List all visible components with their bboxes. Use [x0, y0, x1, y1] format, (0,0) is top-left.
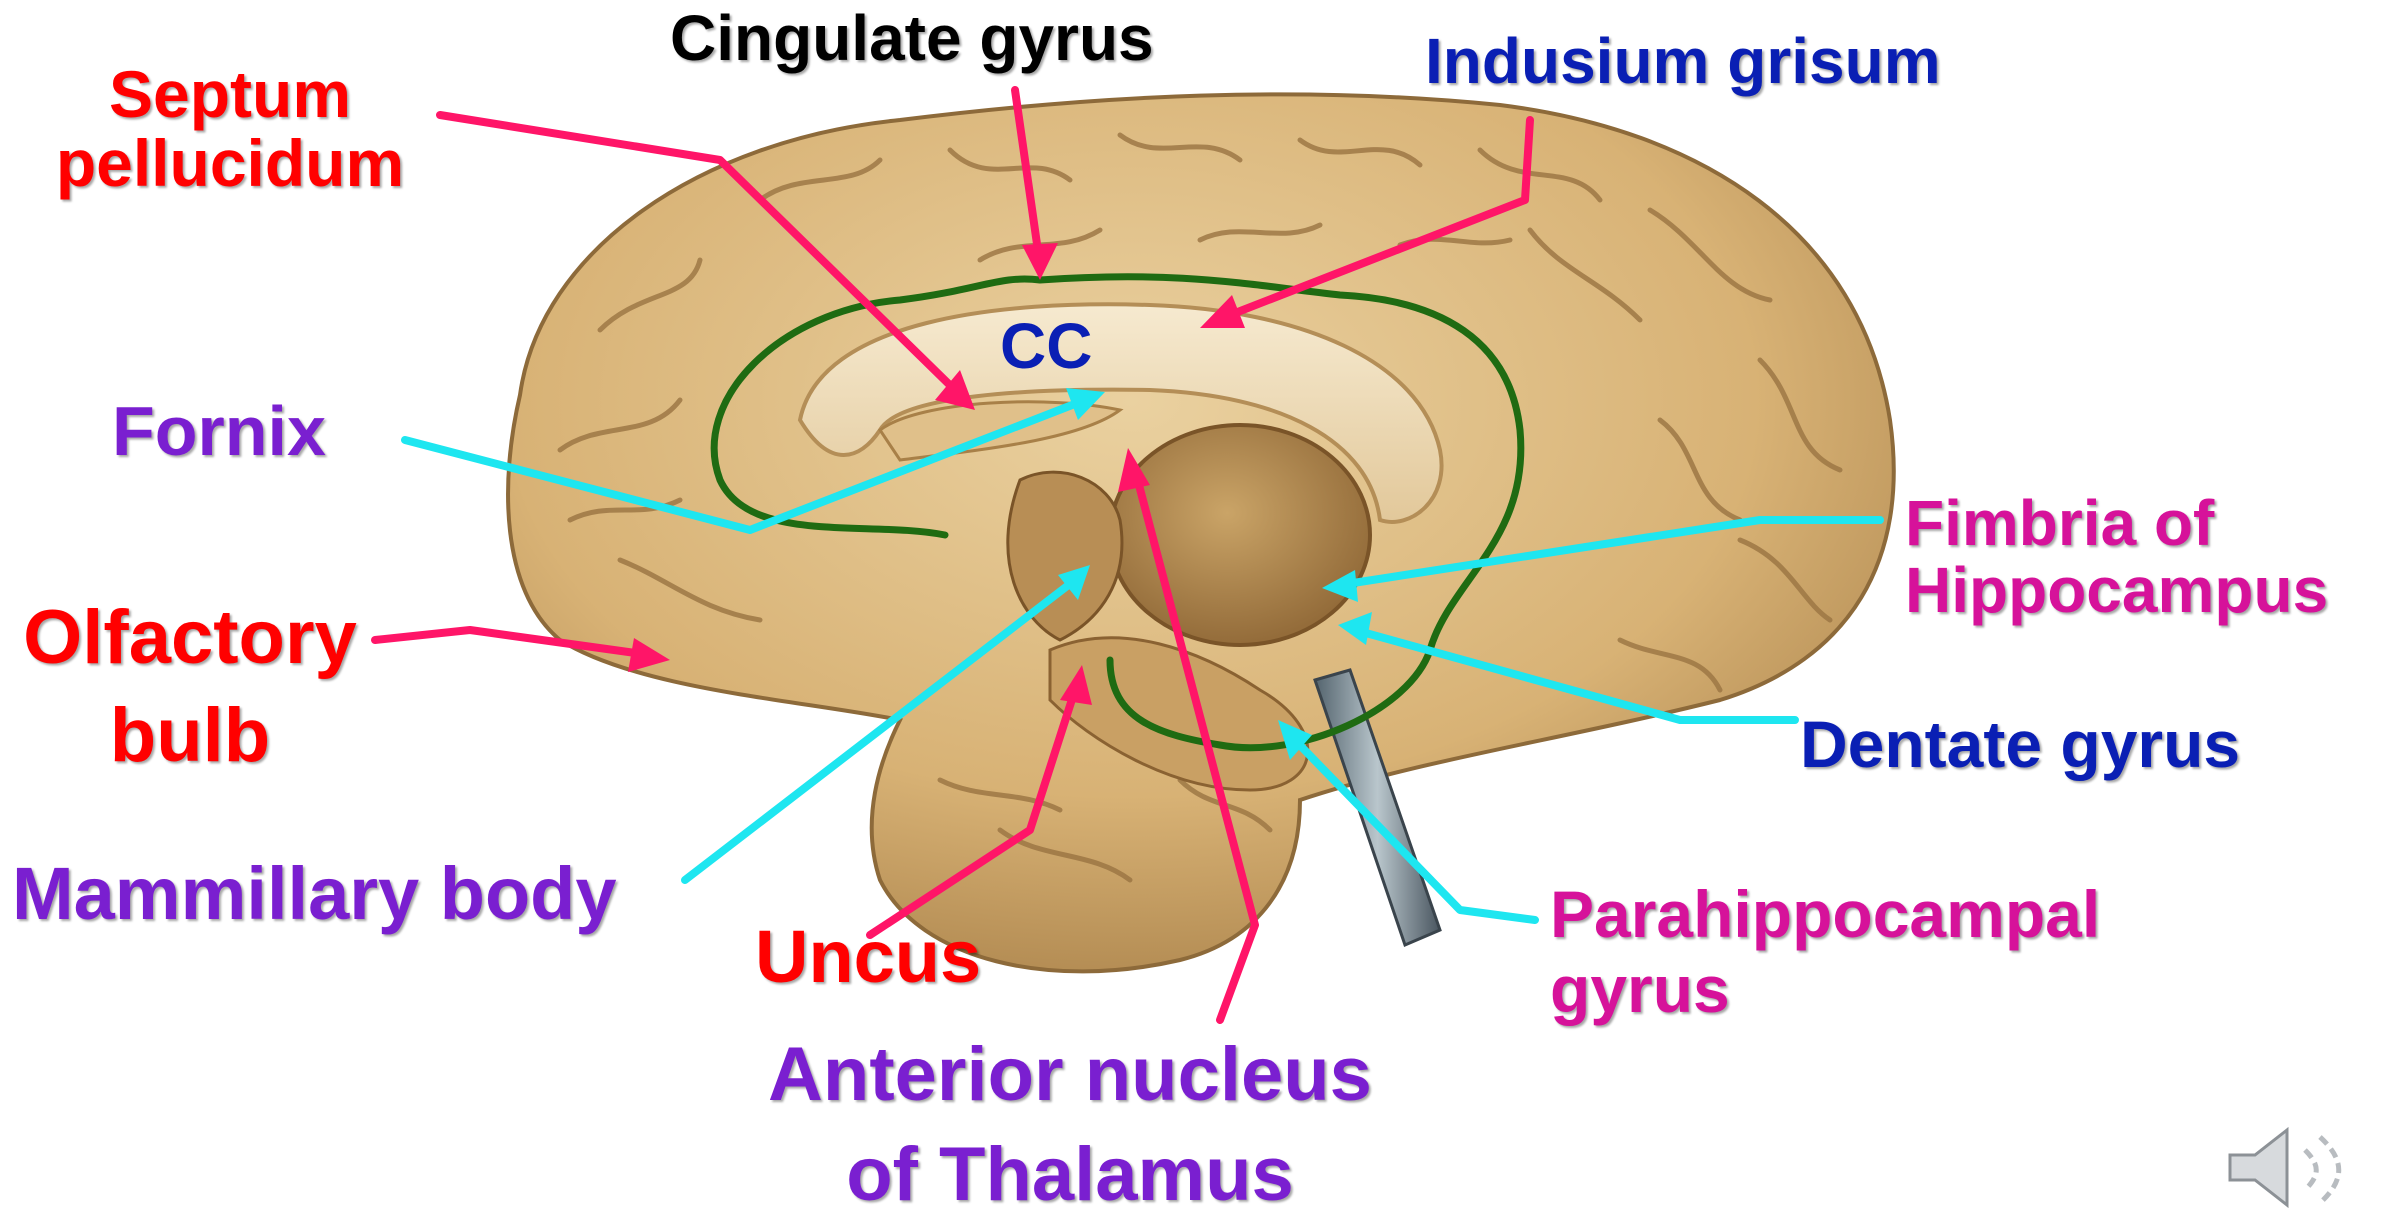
fimbria-line-1: Fimbria of [1905, 490, 2328, 557]
label-fornix: Fornix [112, 395, 326, 469]
cingulate-gyrus-text: Cingulate gyrus [670, 5, 1154, 72]
olfactory-line-2: bulb [10, 696, 370, 776]
septum-line-2: pellucidum [40, 129, 420, 198]
label-cingulate-gyrus: Cingulate gyrus [670, 5, 1154, 72]
speaker-body [2230, 1130, 2287, 1205]
label-septum-pellucidum: Septum pellucidum [40, 60, 420, 199]
mammillary-body-text: Mammillary body [12, 855, 617, 933]
speaker-waves [2305, 1137, 2339, 1203]
label-olfactory-bulb: Olfactory bulb [10, 598, 370, 776]
fornix-text: Fornix [112, 395, 326, 469]
label-anterior-nucleus-of-thalamus: Anterior nucleus of Thalamus [700, 1035, 1440, 1215]
speaker-icon[interactable] [2230, 1130, 2339, 1205]
septum-line-1: Septum [40, 60, 420, 129]
cc-text: CC [1000, 313, 1092, 380]
label-uncus: Uncus [755, 918, 981, 996]
parahippocampal-line-1: Parahippocampal [1550, 880, 2100, 949]
indusium-grisum-text: Indusium grisum [1425, 28, 1941, 95]
label-cc: CC [1000, 313, 1092, 380]
anterior-nucleus-line-2: of Thalamus [700, 1135, 1440, 1215]
dentate-gyrus-text: Dentate gyrus [1800, 710, 2240, 779]
label-parahippocampal-gyrus: Parahippocampal gyrus [1550, 880, 2100, 1025]
uncus-text: Uncus [755, 918, 981, 996]
label-dentate-gyrus: Dentate gyrus [1800, 710, 2240, 779]
anterior-nucleus-line-1: Anterior nucleus [700, 1035, 1440, 1115]
fimbria-line-2: Hippocampus [1905, 557, 2328, 624]
olfactory-line-1: Olfactory [10, 598, 370, 678]
label-fimbria-of-hippocampus: Fimbria of Hippocampus [1905, 490, 2328, 624]
label-mammillary-body: Mammillary body [12, 855, 617, 933]
label-indusium-grisum: Indusium grisum [1425, 28, 1941, 95]
parahippocampal-line-2: gyrus [1550, 955, 2100, 1024]
